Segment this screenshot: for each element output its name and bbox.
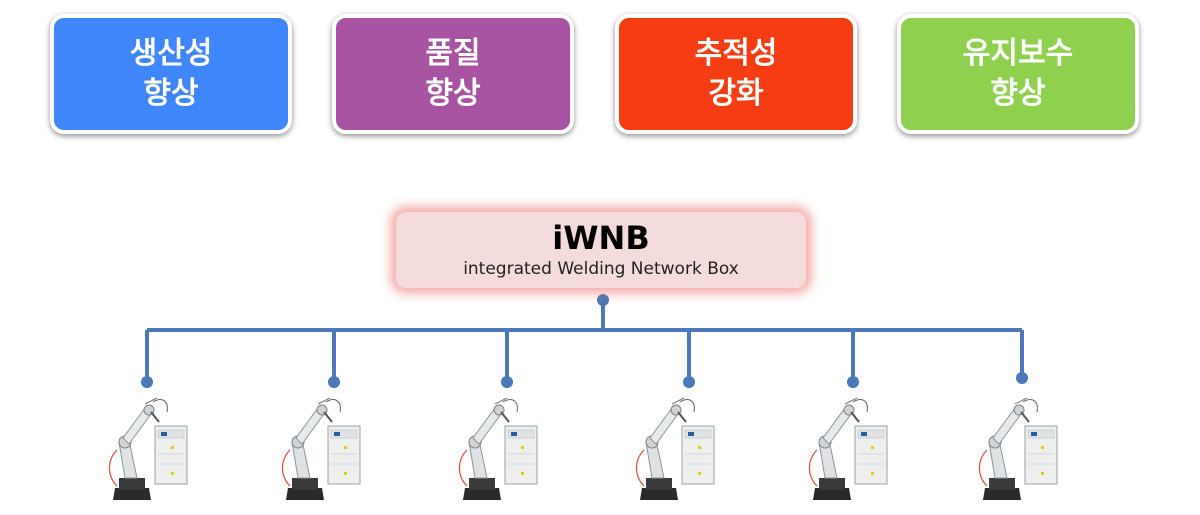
welding-robot-icon — [281, 397, 361, 501]
robot-connector-node-4 — [683, 376, 695, 388]
welding-robot-icon — [108, 397, 188, 501]
benefit-traceability-box: 추적성 강화 — [615, 14, 857, 134]
robot-connector-node-3 — [501, 376, 513, 388]
welding-robot-icon — [808, 397, 888, 501]
iwnb-title: iWNB — [552, 219, 650, 257]
robot-connector-node-1 — [141, 376, 153, 388]
iwnb-box: iWNB integrated Welding Network Box — [396, 212, 806, 288]
robot-connector-node-2 — [328, 376, 340, 388]
benefit-maintenance-label: 유지보수 향상 — [962, 36, 1074, 111]
robot-connector-node-6 — [1016, 372, 1028, 384]
network-lines — [145, 300, 1024, 382]
robot-connector-node-5 — [847, 376, 859, 388]
benefit-quality-label: 품질 향상 — [425, 36, 481, 111]
benefit-quality-box: 품질 향상 — [332, 14, 574, 134]
benefit-traceability-label: 추적성 강화 — [694, 36, 778, 111]
welding-robot-icon — [458, 397, 538, 501]
welding-robot-icon — [635, 397, 715, 501]
benefit-maintenance-box: 유지보수 향상 — [897, 14, 1139, 134]
benefit-productivity-box: 생산성 향상 — [50, 14, 292, 134]
iwnb-connector-node — [597, 294, 609, 306]
iwnb-subtitle: integrated Welding Network Box — [463, 259, 739, 279]
benefit-productivity-label: 생산성 향상 — [129, 36, 213, 111]
welding-robot-icon — [978, 397, 1058, 501]
